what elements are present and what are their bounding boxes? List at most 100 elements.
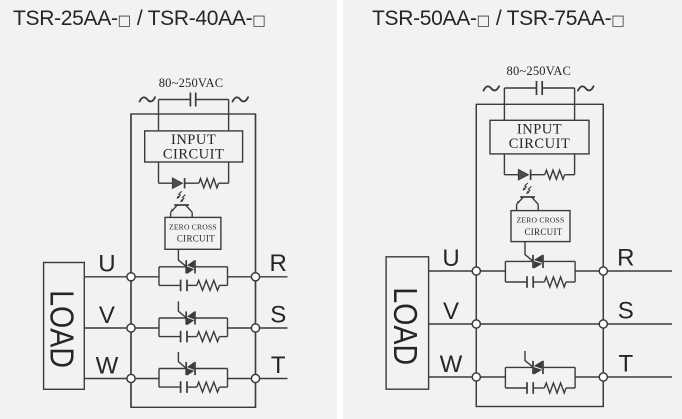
junction-dot [126, 271, 136, 282]
ac-tilde [482, 85, 500, 92]
wire-segment [185, 204, 193, 213]
terminal-label-u: U [98, 251, 115, 278]
box-outline [164, 216, 222, 250]
box-outline [385, 256, 430, 390]
box-outline [475, 103, 604, 408]
filled-shape [522, 187, 526, 191]
box-outline [489, 119, 590, 155]
wire-segment [196, 380, 221, 395]
input-circuit-box [489, 119, 590, 155]
title-text: / TSR-75AA- [490, 6, 612, 30]
filled-shape [533, 254, 543, 263]
junction-dot [598, 372, 609, 382]
junction-dot [598, 266, 609, 276]
ac-left-tilde [138, 96, 156, 103]
zero-cross-label-2: CIRCUIT [177, 234, 215, 244]
terminal-label-s: S [618, 297, 634, 324]
box-outline [143, 130, 244, 163]
wire-segment [177, 249, 187, 267]
filled-shape [533, 261, 543, 269]
terminal-label-v: V [99, 302, 115, 329]
wire-segment [177, 352, 187, 369]
filled-shape [516, 200, 520, 204]
zero-cross-label-1: ZERO CROSS [517, 216, 565, 225]
wire-segment [543, 274, 567, 290]
filled-shape [180, 199, 184, 203]
ac-right-tilde [577, 85, 595, 92]
title-model-square: □ [252, 12, 266, 29]
phototransistor-symbol [169, 204, 193, 218]
junction-dot [126, 373, 136, 384]
wire-segment [198, 176, 220, 190]
wire-segment [177, 301, 187, 318]
panel-title: TSR-25AA-□ / TSR-40AA-□ [13, 7, 266, 31]
phototransistor-symbol [515, 196, 539, 211]
load-label: LOAD [387, 287, 424, 365]
wire-segment [524, 241, 534, 262]
series-resistor [198, 176, 220, 190]
scr-branch-row-u [84, 249, 288, 293]
input-circuit-label-2: CIRCUIT [509, 136, 571, 152]
input-circuit-label-1: INPUT [517, 122, 562, 138]
input-circuit-box [143, 130, 244, 163]
light-arrows [176, 190, 186, 203]
input-circuit-label-2: CIRCUIT [163, 147, 225, 163]
ac-right-tilde [231, 96, 249, 103]
junction-dot [471, 372, 482, 382]
terminal-label-r: R [617, 244, 634, 271]
filled-shape [533, 360, 543, 369]
terminal-label-r: R [270, 250, 287, 277]
terminal-label-v: V [443, 298, 459, 325]
junction-dot [471, 319, 482, 329]
zero-cross-label-2: CIRCUIT [524, 227, 562, 237]
title-model-square: □ [476, 12, 491, 29]
junction-dot [250, 271, 261, 282]
wire-segment [196, 278, 221, 293]
title-text: TSR-25AA- [13, 6, 118, 30]
panel-title: TSR-50AA-□ / TSR-75AA-□ [372, 7, 625, 31]
zero-cross-box [510, 209, 571, 243]
led-loop-wiring [157, 162, 230, 184]
ac-input-wiring [157, 92, 230, 131]
scr-branch-row-w [84, 352, 288, 395]
terminal-label-u: U [442, 245, 459, 272]
terminal-label-t: T [618, 350, 633, 377]
junction-dot [126, 323, 136, 333]
terminal-label-t: T [271, 352, 286, 379]
filled-shape [187, 368, 195, 376]
title-text: TSR-50AA- [372, 6, 477, 30]
led-triangle [171, 177, 184, 190]
junction-dot [250, 323, 261, 333]
filled-shape [526, 190, 530, 195]
title-model-square: □ [117, 12, 132, 29]
thin-wire-segment [526, 185, 532, 194]
junction-dot [250, 373, 261, 384]
ac-tilde [231, 96, 249, 103]
junction-dots [126, 271, 261, 384]
wire-segment [543, 380, 567, 396]
wire-segment [196, 329, 221, 344]
box-outline [42, 261, 85, 391]
zero-cross-box [164, 216, 222, 250]
load-box [385, 256, 430, 390]
led-symbol [171, 177, 186, 190]
wire-segment [531, 196, 539, 205]
terminal-label-w: W [96, 352, 119, 379]
series-resistor [544, 168, 566, 182]
load-label: LOAD [43, 290, 80, 368]
ac-tilde [577, 85, 595, 92]
led-triangle [517, 168, 530, 181]
load-box [42, 261, 85, 391]
junction-dot [598, 319, 609, 329]
box-outline [510, 209, 571, 243]
title-model-square: □ [611, 12, 625, 29]
ac-input-wiring [503, 81, 576, 121]
filled-shape [176, 195, 180, 200]
led-loop-wiring [503, 153, 576, 176]
terminal-label-s: S [270, 301, 286, 328]
ac-tilde [138, 96, 156, 103]
